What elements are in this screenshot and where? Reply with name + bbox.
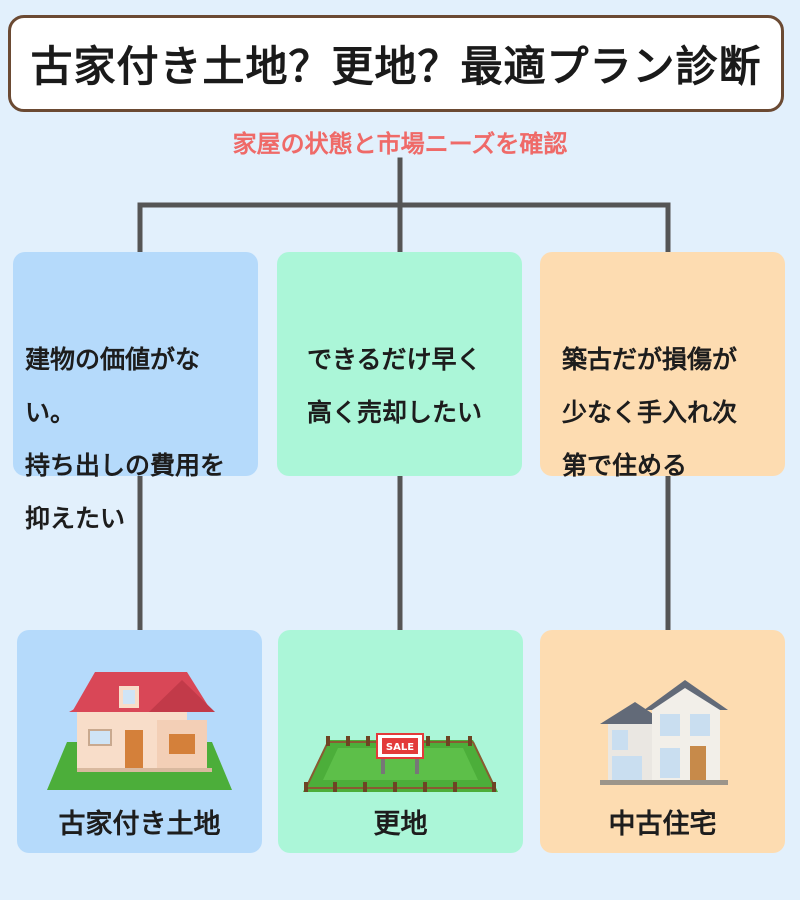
condition-card-used-house: 築古だが損傷が 少なく手入れ次 第で住める xyxy=(540,252,785,480)
old-house-icon xyxy=(47,672,232,790)
condition-card-old-house: 建物の価値がない。 持ち出しの費用を 抑えたい xyxy=(13,252,258,533)
condition-text: できるだけ早く 高く売却したい xyxy=(307,345,483,427)
result-label: 中古住宅 xyxy=(608,809,717,840)
page-title: 古家付き土地？更地？最適プラン診断 xyxy=(30,42,762,91)
subtitle: 家屋の状態と市場ニーズを確認 xyxy=(232,130,568,158)
vacant-lot-sale-icon: SALE xyxy=(303,733,498,792)
result-label: 更地 xyxy=(373,809,428,840)
condition-text: 建物の価値がない。 持ち出しの費用を 抑えたい xyxy=(25,345,226,533)
result-label: 古家付き土地 xyxy=(58,809,221,840)
title-box: 古家付き土地？更地？最適プラン診断 xyxy=(8,15,784,112)
result-card-used-house: 中古住宅 xyxy=(540,630,785,853)
result-card-old-house: 古家付き土地 xyxy=(17,630,262,853)
result-card-vacant-lot: SALE 更地 xyxy=(278,630,523,853)
condition-text: 築古だが損傷が 少なく手入れ次 第で住める xyxy=(562,345,738,480)
used-house-icon xyxy=(600,680,728,785)
sale-sign-text: SALE xyxy=(386,742,414,753)
condition-card-vacant-lot: できるだけ早く 高く売却したい xyxy=(277,252,522,476)
